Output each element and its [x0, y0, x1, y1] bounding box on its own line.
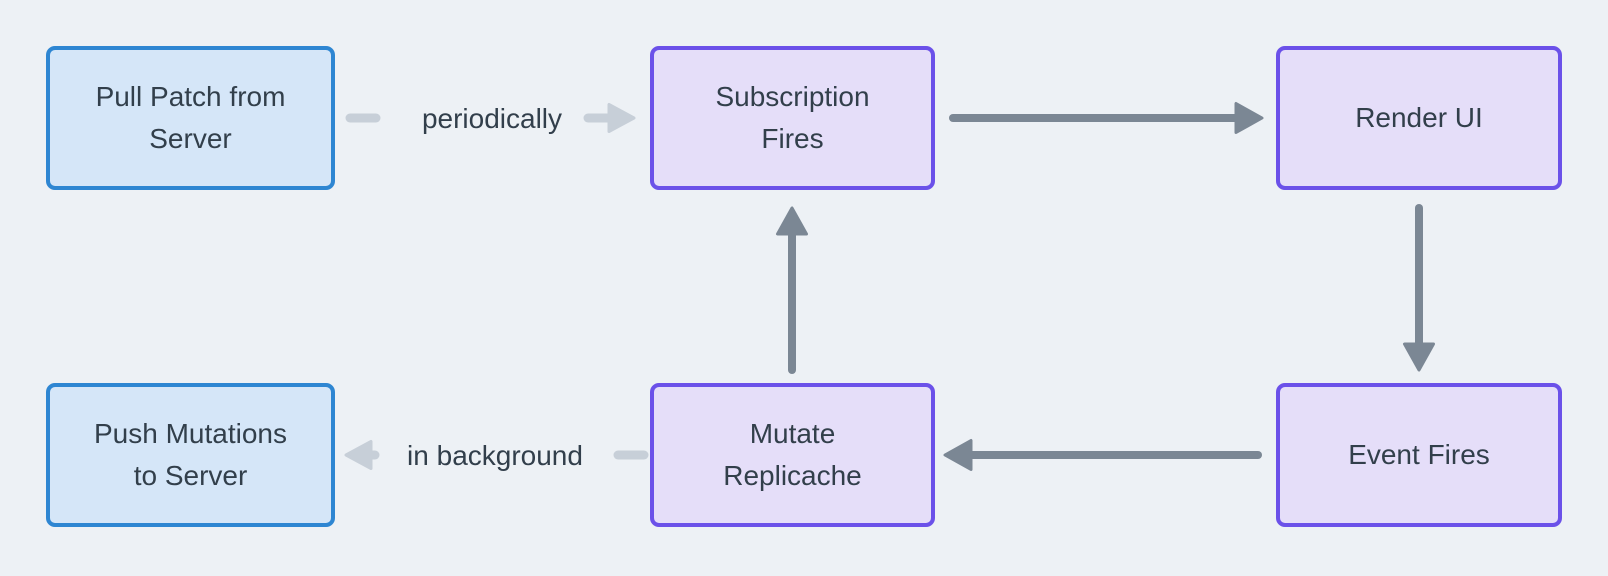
arrow-up-icon — [776, 206, 808, 236]
node-mutate-replicache: Mutate Replicache — [650, 383, 935, 527]
arrow-right-icon — [1234, 102, 1264, 134]
node-pull-patch-from-server: Pull Patch from Server — [46, 46, 335, 190]
arrow-mutate-to-subscription — [776, 206, 808, 374]
node-render-ui: Render UI — [1276, 46, 1562, 190]
arrow-subscription-to-render — [949, 102, 1264, 134]
node-push-mutations-to-server: Push Mutations to Server — [46, 383, 335, 527]
arrow-left-icon — [943, 439, 973, 471]
edge-label-periodically: periodically — [421, 103, 563, 134]
arrow-right-icon — [607, 103, 636, 133]
node-event-fires: Event Fires — [1276, 383, 1562, 527]
node-subscription-fires: Subscription Fires — [650, 46, 935, 190]
arrow-render-to-event — [1403, 204, 1435, 372]
edge-label-in-background: in background — [407, 440, 583, 471]
arrow-left-icon — [344, 440, 373, 470]
arrow-down-icon — [1403, 342, 1435, 372]
arrow-event-to-mutate — [943, 439, 1262, 471]
